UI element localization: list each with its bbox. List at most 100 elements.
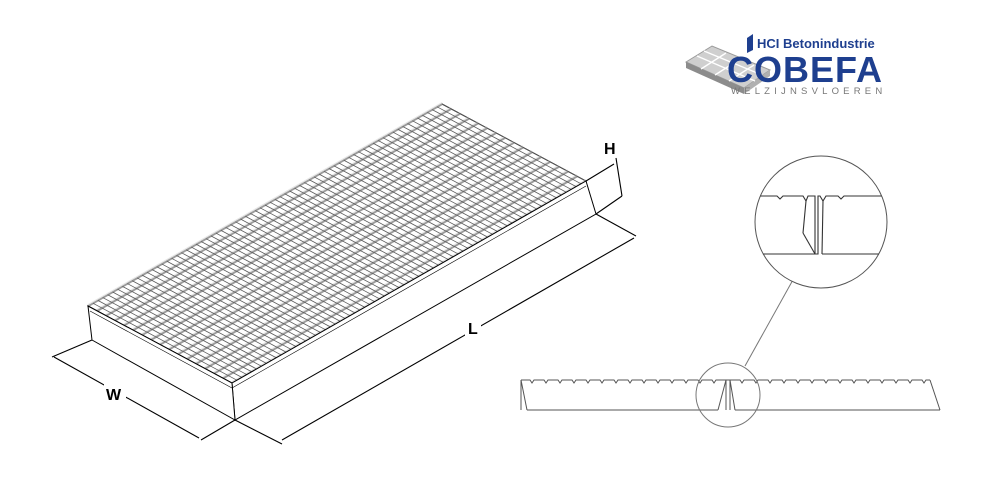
grating-cross-bar [343, 159, 488, 238]
grating-cross-bar [117, 288, 262, 367]
grating-cross-bar [176, 255, 321, 333]
grating-bar-highlight [195, 159, 551, 363]
grating-cross-bar [161, 263, 306, 342]
grating-cross-bar [102, 297, 247, 375]
grating-cross-bar [372, 142, 518, 221]
grating-cross-bar [97, 300, 243, 378]
length-dimension-line [281, 237, 635, 441]
grating-cross-bar [225, 227, 370, 305]
grating-cross-bar [156, 266, 302, 345]
grating-bar-highlight [150, 135, 506, 339]
grating-cross-bar [431, 109, 577, 187]
grating-cross-bar [107, 294, 252, 373]
dimension-annotations [51, 157, 637, 445]
grating-cross-bar [191, 246, 336, 325]
grating-cross-bar [417, 117, 562, 196]
grating-cross-bar [195, 243, 341, 322]
width-dimension-line [53, 356, 200, 439]
grating-cross-bar [294, 187, 439, 266]
grating-cross-bar [333, 165, 479, 244]
grating-cross-bar [245, 215, 390, 294]
grating-bar-highlight [186, 155, 542, 359]
company-logo: HCI Betonindustrie COBEFA WELZIJNSVLOERE… [684, 34, 886, 97]
section-detail-marker [695, 362, 761, 428]
detail-profile-line [755, 195, 887, 255]
logo-grid-graphic [684, 45, 772, 94]
detail-magnifier [754, 155, 888, 289]
grating-cross-bar [313, 176, 459, 255]
grating-cross-bar [299, 185, 444, 263]
grating-bar-highlight [87, 102, 443, 306]
grating-cross-bar [309, 179, 454, 258]
grating-cross-bar [205, 238, 351, 317]
grating-cross-bar [235, 221, 380, 300]
grating-cross-bar [136, 277, 282, 356]
grating-cross-bar [210, 235, 356, 314]
grating-cross-bar [230, 224, 375, 302]
grating-cross-bar [166, 260, 311, 339]
grating-panel [86, 102, 597, 421]
grating-cross-bar [323, 170, 469, 249]
grating-bar-highlight [141, 130, 497, 334]
grating-cross-bar [289, 190, 434, 269]
grating-cross-bars [87, 103, 587, 384]
grating-bar-highlight [222, 174, 578, 378]
logo-mark-icon [747, 34, 753, 53]
grating-bar-highlight [204, 164, 560, 368]
grating-cross-bar [254, 210, 400, 288]
grating-bar-highlight [114, 116, 470, 320]
grating-cross-bar [151, 269, 297, 347]
height-label: H [604, 141, 616, 158]
grating-cross-bar [382, 137, 528, 216]
grating-cross-bar [368, 145, 513, 224]
grating-cross-bar [279, 196, 424, 274]
grating-cross-bar [181, 252, 326, 331]
grating-cross-bar [186, 249, 331, 328]
grating-bar-highlight [96, 106, 452, 310]
grating-cross-bar [363, 148, 508, 227]
logo-brand-name: COBEFA [727, 49, 883, 90]
grating-cross-bar [338, 162, 483, 241]
grating-bar-highlight [132, 126, 488, 330]
grating-cross-bar [304, 182, 449, 260]
logo-tagline: WELZIJNSVLOEREN [731, 86, 886, 97]
grating-cross-bar [407, 123, 552, 201]
grating-cross-bar [132, 280, 277, 359]
grating-cross-bar [269, 201, 415, 280]
grating-cross-bar [377, 140, 523, 218]
detail-leader-line [744, 277, 795, 367]
grating-cross-bar [402, 126, 547, 204]
grating-bar-highlight [213, 169, 569, 373]
grating-cross-bar [200, 241, 346, 319]
grating-cross-bar [387, 134, 533, 213]
grating-cross-bar [392, 131, 538, 210]
grating-cross-bar [318, 173, 464, 252]
grating-bar-highlight [177, 150, 533, 354]
grating-cross-bar [171, 257, 316, 336]
grating-cross-bar [146, 271, 292, 350]
grating-cross-bar [240, 218, 385, 297]
grating-cross-bar [348, 156, 493, 235]
section-view [520, 362, 941, 428]
grating-bar-highlight [168, 145, 524, 349]
section-top-line [521, 379, 930, 384]
grating-cross-bar [412, 120, 557, 199]
grating-bar-highlight [123, 121, 479, 325]
grating-bar-highlight [105, 111, 461, 315]
grating-cross-bar [397, 128, 542, 207]
grating-cross-bar [358, 151, 503, 230]
height-dimension-line [615, 157, 623, 197]
grating-cross-bar [141, 274, 287, 353]
length-label: L [468, 321, 478, 338]
grating-cross-bar [215, 232, 361, 311]
grating-bar-highlight [159, 140, 515, 344]
grating-cross-bar [259, 207, 405, 286]
logo-company-line: HCI Betonindustrie [757, 36, 875, 51]
grating-cross-bar [328, 168, 474, 246]
grating-cross-bar [92, 302, 238, 381]
grating-bar-highlight [231, 179, 587, 383]
grating-cross-bar [274, 199, 420, 277]
grating-cross-bar [127, 283, 272, 361]
grating-cross-bar [422, 114, 567, 193]
